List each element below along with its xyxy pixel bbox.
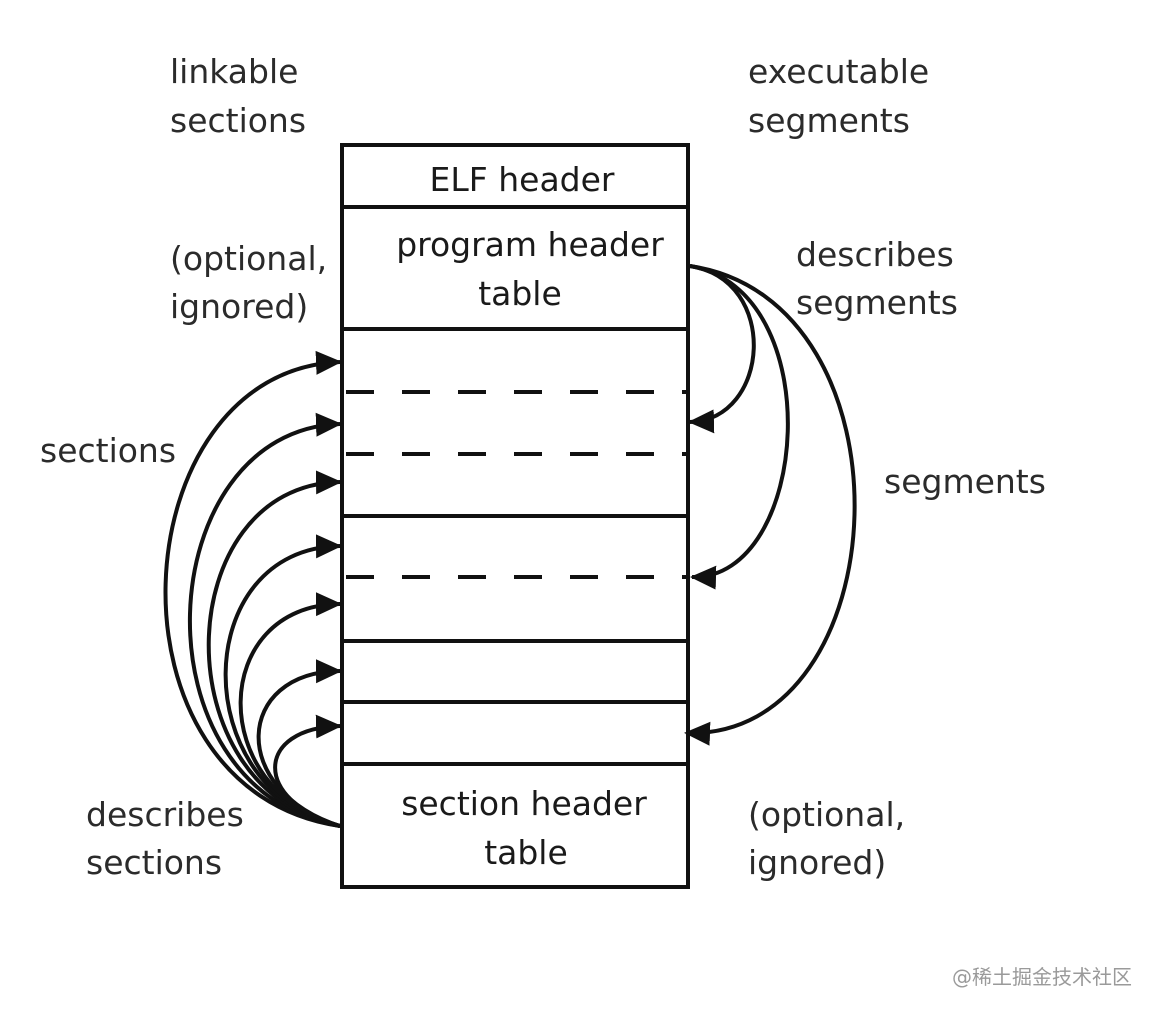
describes-sections-line1: describes [86,795,244,834]
describes-sections-line2: sections [86,843,222,882]
segments-label: segments [884,462,1046,501]
program-header-table-line1: program header [396,225,664,264]
optional-ignored-left-line2: ignored) [170,287,308,326]
section-arrows [163,350,342,828]
section-arrow-3 [206,470,342,828]
linkable-label: linkable [170,52,298,91]
sections-label: sections [40,431,176,470]
optional-ignored-right-line2: ignored) [748,843,886,882]
optional-ignored-left-line1: (optional, [170,239,327,278]
section-header-table-line1: section header [401,784,647,823]
linkable-sections-label: sections [170,101,306,140]
elf-header-label: ELF header [430,160,615,199]
segment-arrow-3 [684,264,857,746]
section-header-table-line2: table [484,833,568,872]
program-header-table-line2: table [478,274,562,313]
executable-segments-label: segments [748,101,910,140]
executable-label: executable [748,52,929,91]
segment-arrow-1 [688,264,756,434]
section-arrow-7 [273,714,342,828]
section-arrow-2 [188,412,342,828]
watermark-text: @稀土掘金技术社区 [952,965,1132,989]
describes-segments-line2: segments [796,283,958,322]
optional-ignored-right-line1: (optional, [748,795,905,834]
section-arrow-1 [163,350,342,828]
describes-segments-line1: describes [796,235,954,274]
segment-arrow-2 [689,264,790,590]
segment-arrows [684,264,857,746]
